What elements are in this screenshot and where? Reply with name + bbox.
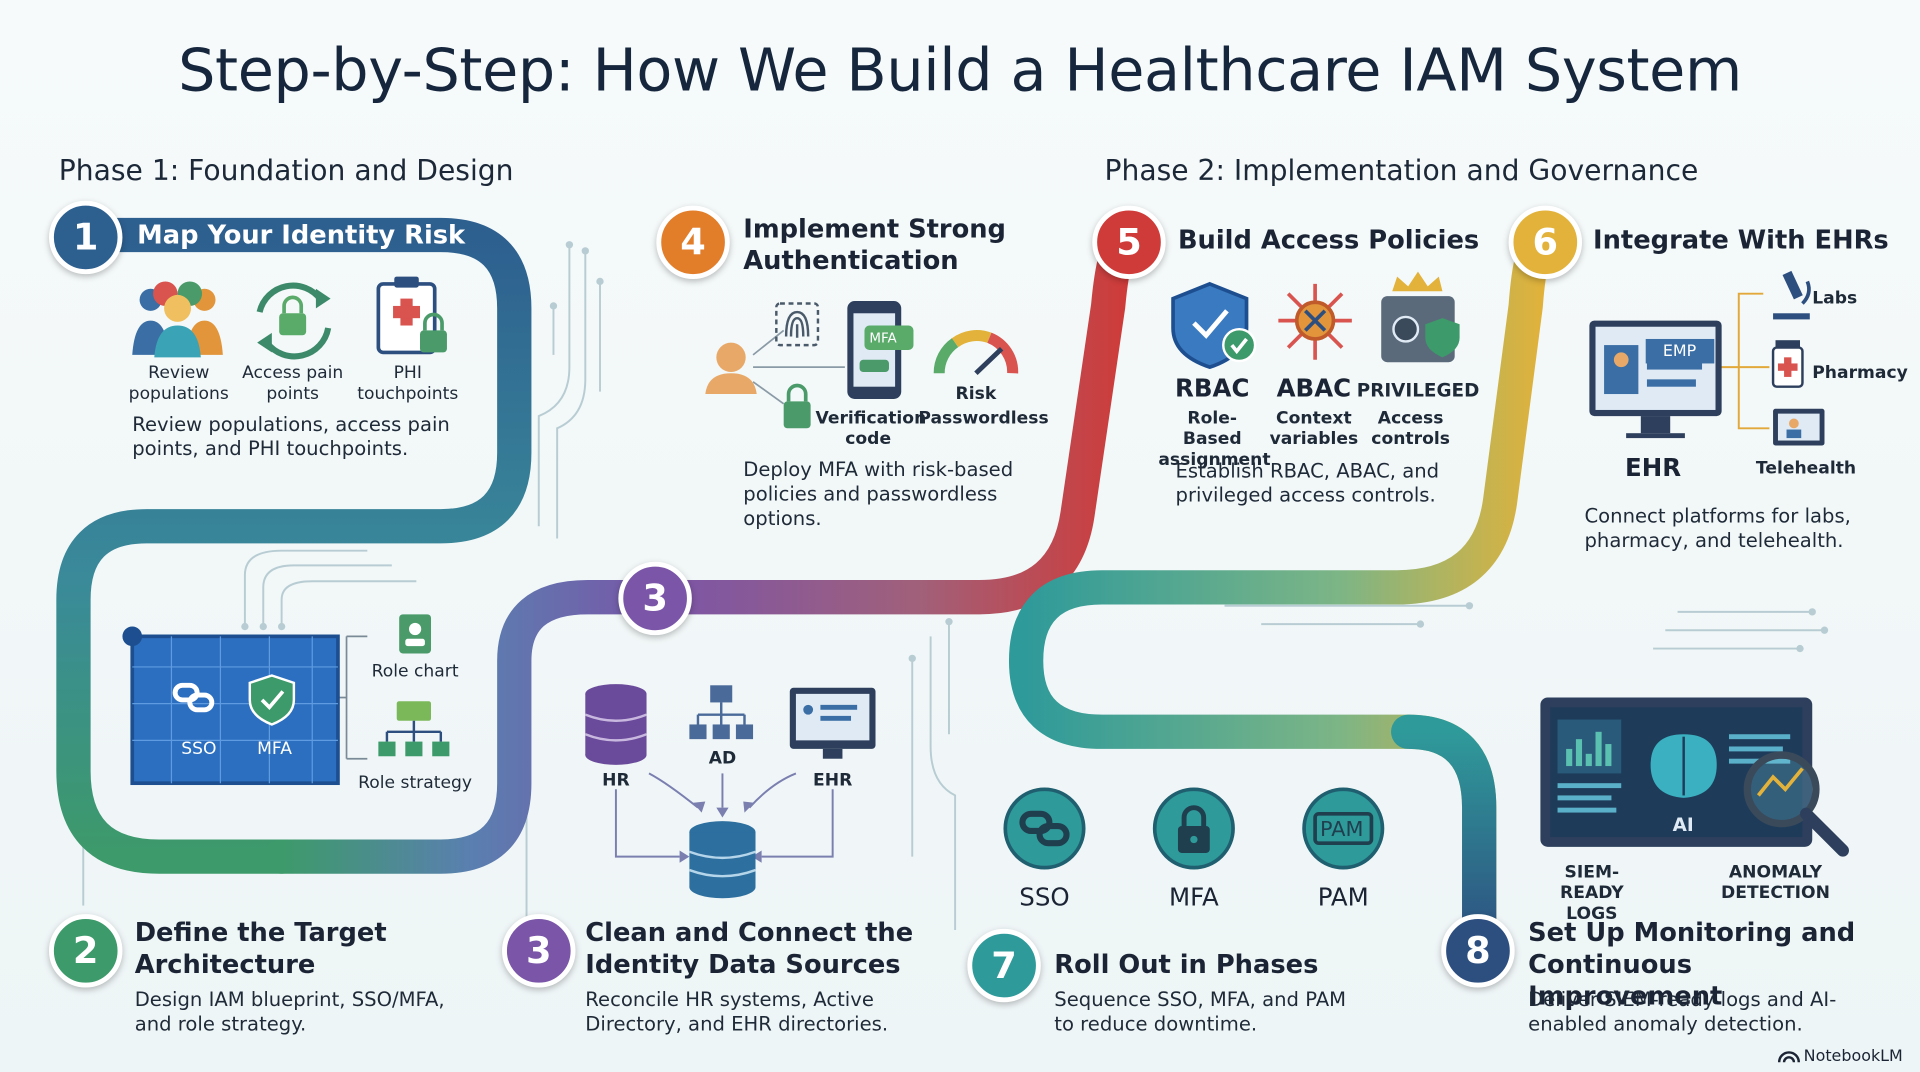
step-2-badge: 2 xyxy=(48,914,123,988)
step-1-description: Review populations, access pain points, … xyxy=(132,412,450,461)
step-7-badge: 7 xyxy=(967,928,1041,1003)
role-strategy-label: Role strategy xyxy=(358,773,473,793)
page-title: Step-by-Step: How We Build a Healthcare … xyxy=(178,36,1742,106)
phase-2-heading: Phase 2: Implementation and Governance xyxy=(1104,155,1699,188)
blueprint-sso-label: SSO xyxy=(181,739,217,759)
microscope-icon xyxy=(1773,270,1811,320)
step-4-title: Implement Strong Authentication xyxy=(743,214,1006,276)
pam-icon-text: PAM xyxy=(1320,817,1364,842)
central-database-icon xyxy=(688,821,756,899)
step-7-description: Sequence SSO, MFA, and PAM to reduce dow… xyxy=(1054,987,1347,1036)
step-5-description: Establish RBAC, ABAC, and privileged acc… xyxy=(1175,458,1440,507)
telehealth-icon xyxy=(1773,408,1825,446)
notebooklm-brand: NotebookLM xyxy=(1803,1047,1903,1066)
blueprint-mfa-label: MFA xyxy=(257,739,292,759)
role-strategy-icon xyxy=(378,701,450,757)
pill-bottle-icon xyxy=(1771,340,1804,388)
step-6-badge: 6 xyxy=(1508,205,1583,280)
labs-label: Labs xyxy=(1812,288,1858,309)
pam-icon xyxy=(1302,787,1385,870)
monitoring-dashboard-icon xyxy=(1540,697,1849,857)
step-3-badge: 3 xyxy=(502,914,576,988)
phase-1-heading: Phase 1: Foundation and Design xyxy=(58,155,514,188)
step-6-title: Integrate With EHRs xyxy=(1593,225,1889,255)
step-3-description: Reconcile HR systems, Active Directory, … xyxy=(585,987,889,1036)
step-1-title: Map Your Identity Risk xyxy=(137,220,466,250)
pam-label: PAM xyxy=(1317,882,1369,912)
role-chart-label: Role chart xyxy=(371,662,459,682)
user-icon xyxy=(705,342,757,395)
review-populations-label: Review populations xyxy=(128,363,229,404)
emp-label: EMP xyxy=(1662,342,1697,362)
notebooklm-logo-icon xyxy=(1777,1051,1801,1063)
step-7-title: Roll Out in Phases xyxy=(1054,949,1319,979)
clipboard-lock-icon xyxy=(376,276,447,355)
step-2-description: Design IAM blueprint, SSO/MFA, and role … xyxy=(134,987,445,1036)
step-8-badge: 8 xyxy=(1441,914,1515,988)
ehr-label: EHR xyxy=(1625,452,1682,483)
hr-database-icon xyxy=(584,684,647,765)
step-3-title: Clean and Connect the Identity Data Sour… xyxy=(585,917,914,979)
step-8-description: Deliver SIEM-ready logs and AI-enabled a… xyxy=(1528,987,1837,1036)
attribute-node-icon xyxy=(1278,283,1352,360)
ehr-source-label: EHR xyxy=(813,770,853,791)
shield-check-icon xyxy=(1171,281,1257,370)
step-3-mid-badge: 3 xyxy=(618,561,692,636)
sso-label: SSO xyxy=(1019,882,1070,912)
anomaly-detection-label: ANOMALY DETECTION xyxy=(1721,862,1830,904)
hr-label: HR xyxy=(602,770,630,791)
step-5-badge: 5 xyxy=(1092,205,1166,280)
role-chart-icon xyxy=(399,614,432,654)
siem-ready-logs-label: SIEM-READY LOGS xyxy=(1560,862,1624,924)
step-5-title: Build Access Policies xyxy=(1177,225,1480,255)
fingerprint-icon xyxy=(775,302,820,347)
step-4-description: Deploy MFA with risk-based policies and … xyxy=(743,457,1014,530)
risk-label: Risk xyxy=(955,384,997,404)
padlock-icon xyxy=(783,383,811,429)
ad-tree-icon xyxy=(689,685,754,740)
abac-sub-label: Context variables xyxy=(1269,408,1359,450)
step-6-description: Connect platforms for labs, pharmacy, an… xyxy=(1584,504,1851,552)
lock-cycle-icon xyxy=(256,282,332,360)
rbac-label: RBAC xyxy=(1175,373,1250,403)
step-1-badge: 1 xyxy=(48,200,123,275)
rbac-sub-label: Role-Based assignment xyxy=(1158,408,1271,470)
step-8-title: Set Up Monitoring and Continuous Improve… xyxy=(1528,917,1856,1011)
privileged-sub-label: Access controls xyxy=(1371,408,1450,450)
sso-link-icon xyxy=(1003,787,1086,870)
step-4-badge: 4 xyxy=(656,205,730,280)
access-pain-points-label: Access pain points xyxy=(242,363,344,404)
phone-icon xyxy=(847,301,914,399)
ehr-screen-icon xyxy=(1589,320,1722,439)
ehr-monitor-icon xyxy=(789,687,876,759)
mfa-lock-icon xyxy=(1152,787,1235,870)
verification-code-label: Verification code xyxy=(815,408,927,450)
privileged-label: PRIVILEGED xyxy=(1356,379,1480,402)
abac-label: ABAC xyxy=(1276,373,1352,403)
mfa-label: MFA xyxy=(1169,882,1219,912)
telehealth-label: Telehealth xyxy=(1755,458,1857,479)
phi-touchpoints-label: PHI touchpoints xyxy=(357,363,459,404)
blueprint-icon xyxy=(122,626,340,786)
ad-label: AD xyxy=(708,748,737,769)
passwordless-label: Passwordless xyxy=(918,408,1049,429)
step-2-title: Define the Target Architecture xyxy=(134,917,387,979)
people-icon xyxy=(132,281,223,358)
vault-crown-icon xyxy=(1381,271,1460,363)
mfa-tag: MFA xyxy=(869,330,897,347)
risk-gauge-icon xyxy=(933,330,1019,376)
ai-label: AI xyxy=(1672,813,1694,836)
pharmacy-label: Pharmacy xyxy=(1812,363,1908,384)
